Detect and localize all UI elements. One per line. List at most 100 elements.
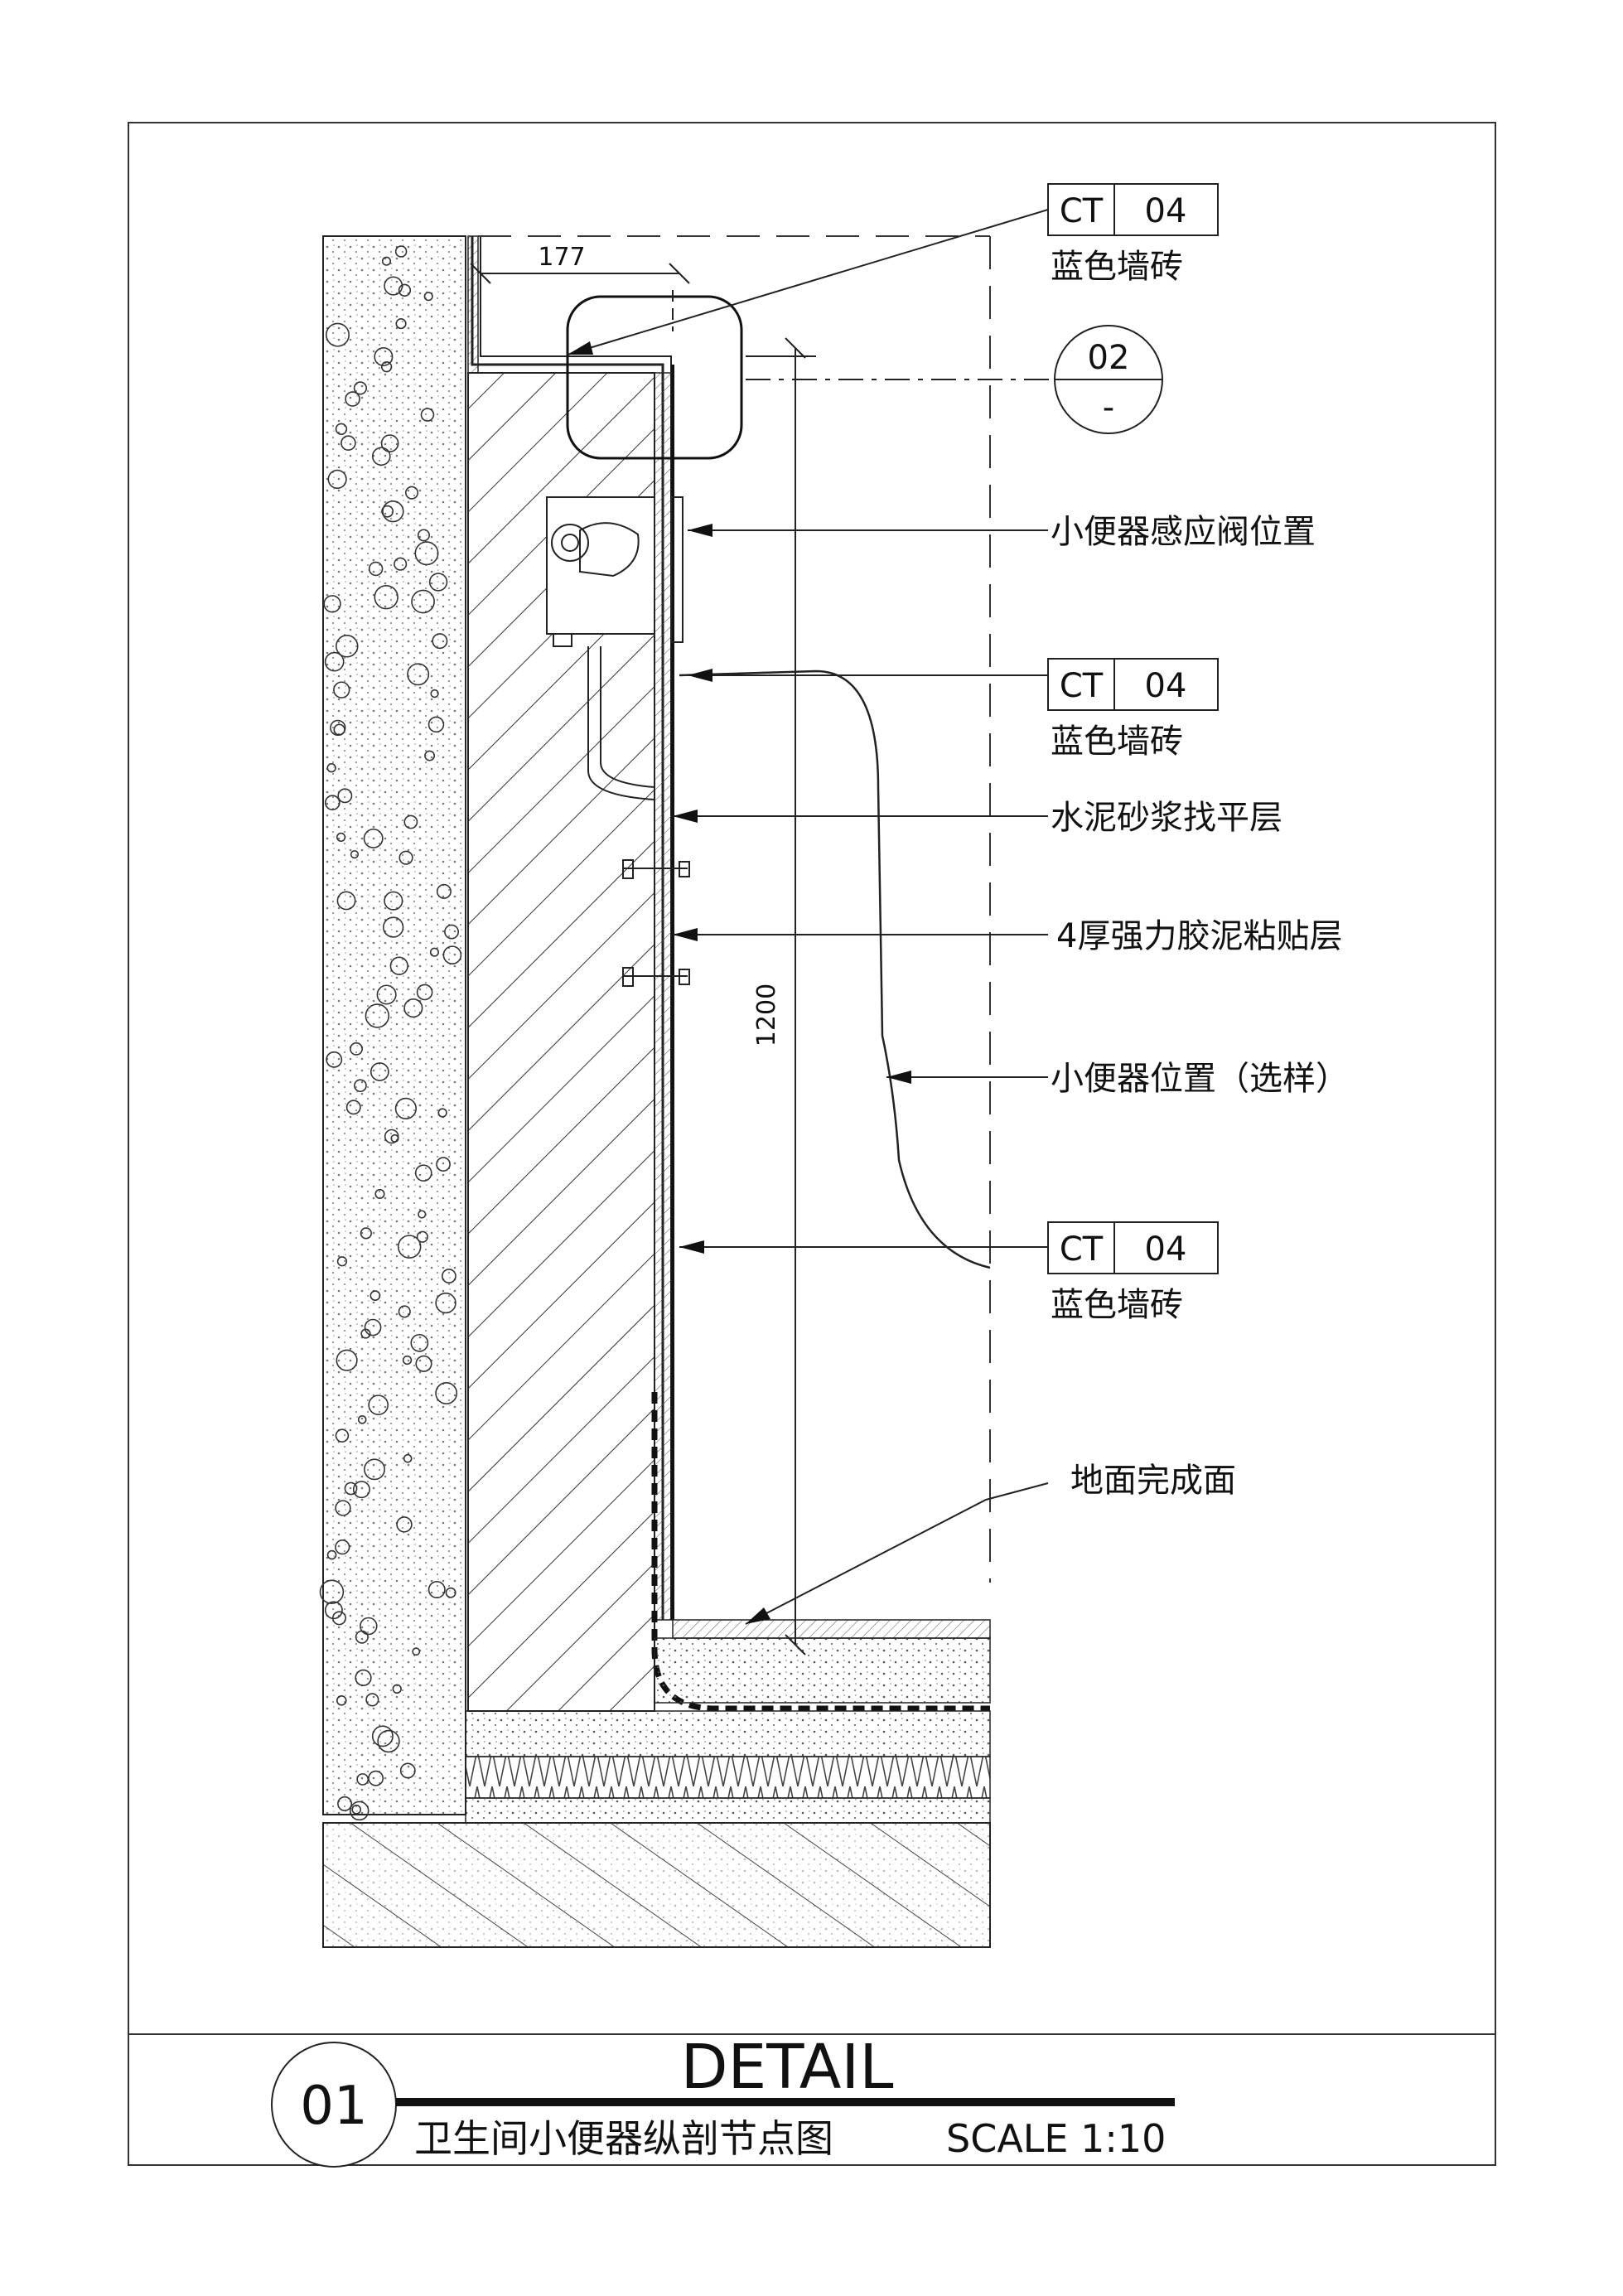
aggregate-mark <box>411 589 435 614</box>
wall-tile-layers <box>471 236 674 1621</box>
aggregate-mark <box>410 1333 429 1352</box>
aggregate-mark <box>352 1481 370 1499</box>
tag-number: 04 <box>1145 192 1187 230</box>
aggregate-mark <box>397 1235 422 1259</box>
leader-lines <box>567 209 1049 1625</box>
dimension-177-label: 177 <box>538 243 585 272</box>
aggregate-mark <box>368 561 384 577</box>
aggregate-mark <box>357 1415 367 1424</box>
title-underline <box>396 2098 1175 2106</box>
aggregate-mark <box>403 1453 413 1463</box>
aggregate-mark <box>382 500 404 523</box>
aggregate-mark <box>414 1164 432 1182</box>
aggregate-mark <box>336 1349 358 1371</box>
aggregate-mark <box>377 1729 400 1753</box>
aggregate-mark <box>326 1549 337 1560</box>
aggregate-mark <box>381 505 394 518</box>
aggregate-mark <box>333 723 345 736</box>
tag-caption: 蓝色墙砖 <box>1051 723 1183 761</box>
aggregate-mark <box>345 1100 361 1115</box>
title-block: 01 DETAIL 卫生间小便器纵剖节点图 SCALE 1:10 <box>271 2032 1175 2168</box>
aggregate-mark <box>326 763 336 773</box>
aggregate-mark <box>335 1500 351 1516</box>
concrete-wall <box>319 235 466 1821</box>
aggregate-mark <box>374 584 399 610</box>
aggregate-mark <box>441 1269 456 1283</box>
aggregate-mark <box>336 1256 348 1267</box>
aggregate-mark <box>331 1611 346 1626</box>
aggregate-mark <box>437 1108 447 1118</box>
aggregate-mark <box>399 1762 416 1779</box>
aggregate-mark <box>436 883 452 899</box>
detail-reference-box <box>566 295 743 460</box>
section-ref-top: 02 <box>1088 339 1130 377</box>
tag-caption: 蓝色墙砖 <box>1051 1286 1183 1324</box>
aggregate-mark <box>435 1382 458 1404</box>
aggregate-mark <box>360 1227 372 1240</box>
aggregate-mark <box>336 635 359 658</box>
aggregate-mark <box>403 998 423 1018</box>
aggregate-mark <box>445 1587 456 1598</box>
aggregate-mark <box>376 984 397 1005</box>
callout-urinal-position: 小便器位置（选样） <box>1051 1060 1349 1098</box>
aggregate-mark <box>394 245 408 258</box>
aggregate-mark <box>424 750 436 761</box>
aggregate-mark <box>404 486 419 500</box>
aggregate-mark <box>374 346 394 367</box>
material-tag-ct04-3: CT 04 蓝色墙砖 <box>1047 1221 1219 1324</box>
aggregate-mark <box>371 1725 394 1747</box>
aggregate-mark <box>364 1318 382 1337</box>
tag-code: CT <box>1060 192 1104 230</box>
aggregate-mark <box>416 1230 428 1243</box>
aggregate-mark <box>380 360 393 373</box>
tag-number: 04 <box>1145 667 1187 705</box>
aggregate-mark <box>335 1428 350 1443</box>
aggregate-mark <box>398 283 412 297</box>
aggregate-mark <box>368 1395 389 1416</box>
aggregate-mark <box>351 1805 362 1815</box>
aggregate-mark <box>442 945 462 964</box>
urinal-profile <box>679 669 991 1269</box>
aggregate-mark <box>392 1684 402 1694</box>
callout-valve-position: 小便器感应阀位置 <box>1051 513 1316 551</box>
aggregate-mark <box>417 529 430 542</box>
aggregate-mark <box>418 1210 427 1219</box>
dimension-1200 <box>746 337 816 1656</box>
detail-heading: DETAIL <box>681 2032 894 2103</box>
aggregate-mark <box>333 681 350 698</box>
aggregate-mark <box>365 1693 379 1707</box>
aggregate-mark <box>381 256 392 266</box>
material-tag-ct04-1: CT 04 蓝色墙砖 <box>1047 183 1219 286</box>
aggregate-mark <box>407 663 430 686</box>
aggregate-mark <box>389 956 408 975</box>
tag-code: CT <box>1060 1230 1104 1269</box>
aggregate-mark <box>364 1458 385 1481</box>
mounting-bracket-icon <box>622 859 690 987</box>
aggregate-mark <box>354 1079 367 1093</box>
aggregate-mark <box>414 541 439 566</box>
aggregate-mark <box>374 1188 385 1200</box>
aggregate-mark <box>394 1097 417 1119</box>
aggregate-mark <box>370 1062 389 1081</box>
aggregate-mark <box>416 984 433 1001</box>
aggregate-mark <box>412 1647 421 1656</box>
aggregate-mark <box>398 1305 411 1318</box>
aggregate-mark <box>371 447 391 466</box>
aggregate-mark <box>396 1516 413 1533</box>
aggregate-mark <box>336 832 346 843</box>
aggregate-mark <box>420 408 435 422</box>
aggregate-mark <box>350 1042 363 1056</box>
aggregate-mark <box>399 850 413 865</box>
aggregate-mark <box>335 1540 350 1555</box>
aggregate-mark <box>337 788 353 804</box>
aggregate-mark <box>368 1770 384 1786</box>
material-tag-ct04-2: CT 04 蓝色墙砖 <box>1047 658 1219 761</box>
aggregate-mark <box>430 689 439 698</box>
aggregate-mark <box>360 1617 378 1636</box>
aggregate-mark <box>365 1003 390 1028</box>
dimension-1200-label: 1200 <box>752 984 781 1046</box>
aggregate-mark <box>436 1157 451 1172</box>
aggregate-mark <box>324 651 345 672</box>
aggregate-mark <box>380 434 399 452</box>
